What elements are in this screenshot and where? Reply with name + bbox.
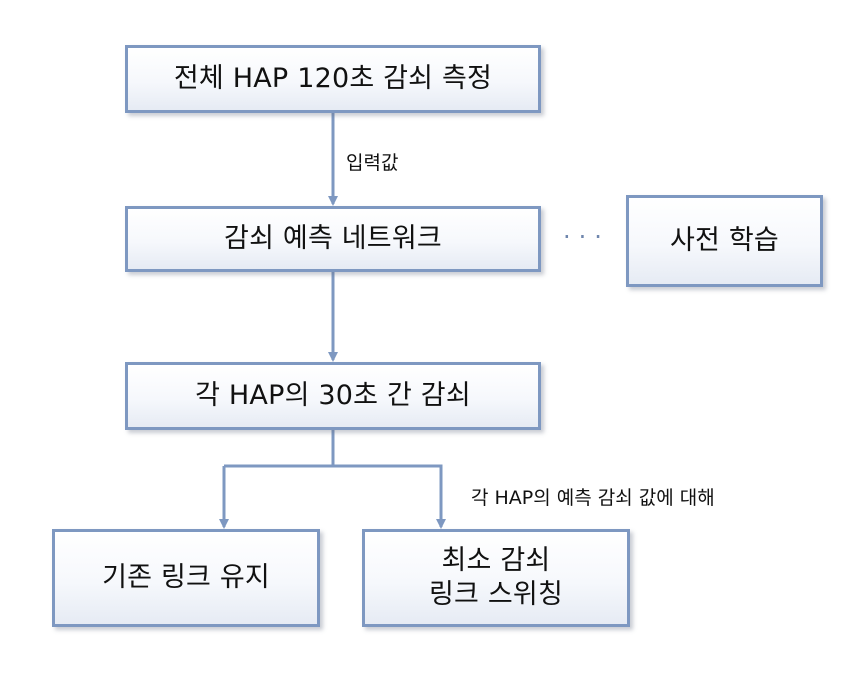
node-switch-link: 최소 감쇠 링크 스위칭 bbox=[362, 529, 630, 627]
node-measure: 전체 HAP 120초 감쇠 측정 bbox=[125, 45, 541, 113]
node-keep-link-label: 기존 링크 유지 bbox=[102, 562, 270, 594]
edge-label-per-hap: 각 HAP의 예측 감쇠 값에 대해 bbox=[471, 487, 715, 509]
node-network-label: 감쇠 예측 네트워크 bbox=[224, 223, 442, 255]
edge-label-input: 입력값 bbox=[346, 152, 399, 174]
node-attenuation: 각 HAP의 30초 간 감쇠 bbox=[125, 362, 541, 430]
node-switch-link-line2: 링크 스위칭 bbox=[429, 579, 563, 610]
node-pretrain-label: 사전 학습 bbox=[670, 225, 779, 257]
branch-connector bbox=[224, 430, 335, 468]
node-pretrain: 사전 학습 bbox=[626, 195, 823, 287]
node-switch-link-line1: 최소 감쇠 bbox=[441, 545, 551, 577]
node-network: 감쇠 예측 네트워크 bbox=[125, 206, 541, 272]
node-measure-label: 전체 HAP 120초 감쇠 측정 bbox=[173, 63, 493, 95]
arrow-to-switch-link bbox=[333, 464, 446, 529]
ellipsis-connector: ··· bbox=[563, 223, 610, 251]
node-attenuation-label: 각 HAP의 30초 간 감쇠 bbox=[195, 380, 471, 412]
node-keep-link: 기존 링크 유지 bbox=[52, 529, 320, 627]
